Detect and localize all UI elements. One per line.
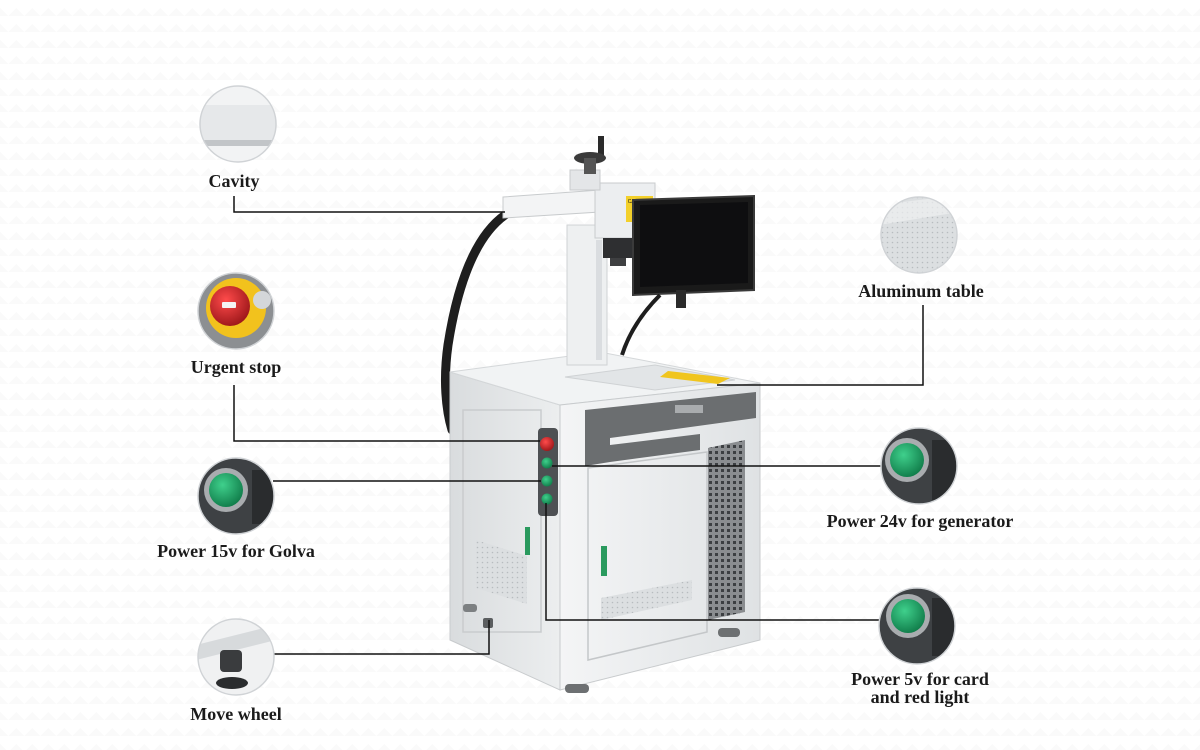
leader-line-urgent-stop (233, 385, 540, 442)
leader-lines (233, 196, 924, 655)
urgent-stop-icon (197, 272, 275, 350)
move-wheel-label: Move wheel (190, 704, 282, 724)
power-5v-label-line2: and red light (870, 687, 970, 707)
power-24v-label: Power 24v for generator (826, 511, 1014, 531)
urgent-stop-label: Urgent stop (190, 357, 282, 377)
power-15v-label: Power 15v for Golva (157, 541, 315, 561)
green-power-button-icon (878, 587, 956, 665)
cavity-label: Cavity (208, 171, 260, 191)
power-5v-label-line1: Power 5v for card (851, 669, 989, 689)
move-wheel-icon (197, 618, 275, 696)
laser-machine: CAUTION (441, 136, 761, 693)
aluminum-table-icon (880, 196, 958, 274)
leader-line-move-wheel (273, 620, 490, 655)
leader-line-cavity (233, 196, 505, 213)
green-power-button-icon (197, 457, 275, 535)
leader-line-aluminum-table (717, 305, 924, 386)
aluminum-table-label: Aluminum table (858, 281, 984, 301)
cavity-detail-icon (199, 85, 277, 163)
green-power-button-icon (880, 427, 958, 505)
leader-line-power-5v (545, 503, 880, 621)
